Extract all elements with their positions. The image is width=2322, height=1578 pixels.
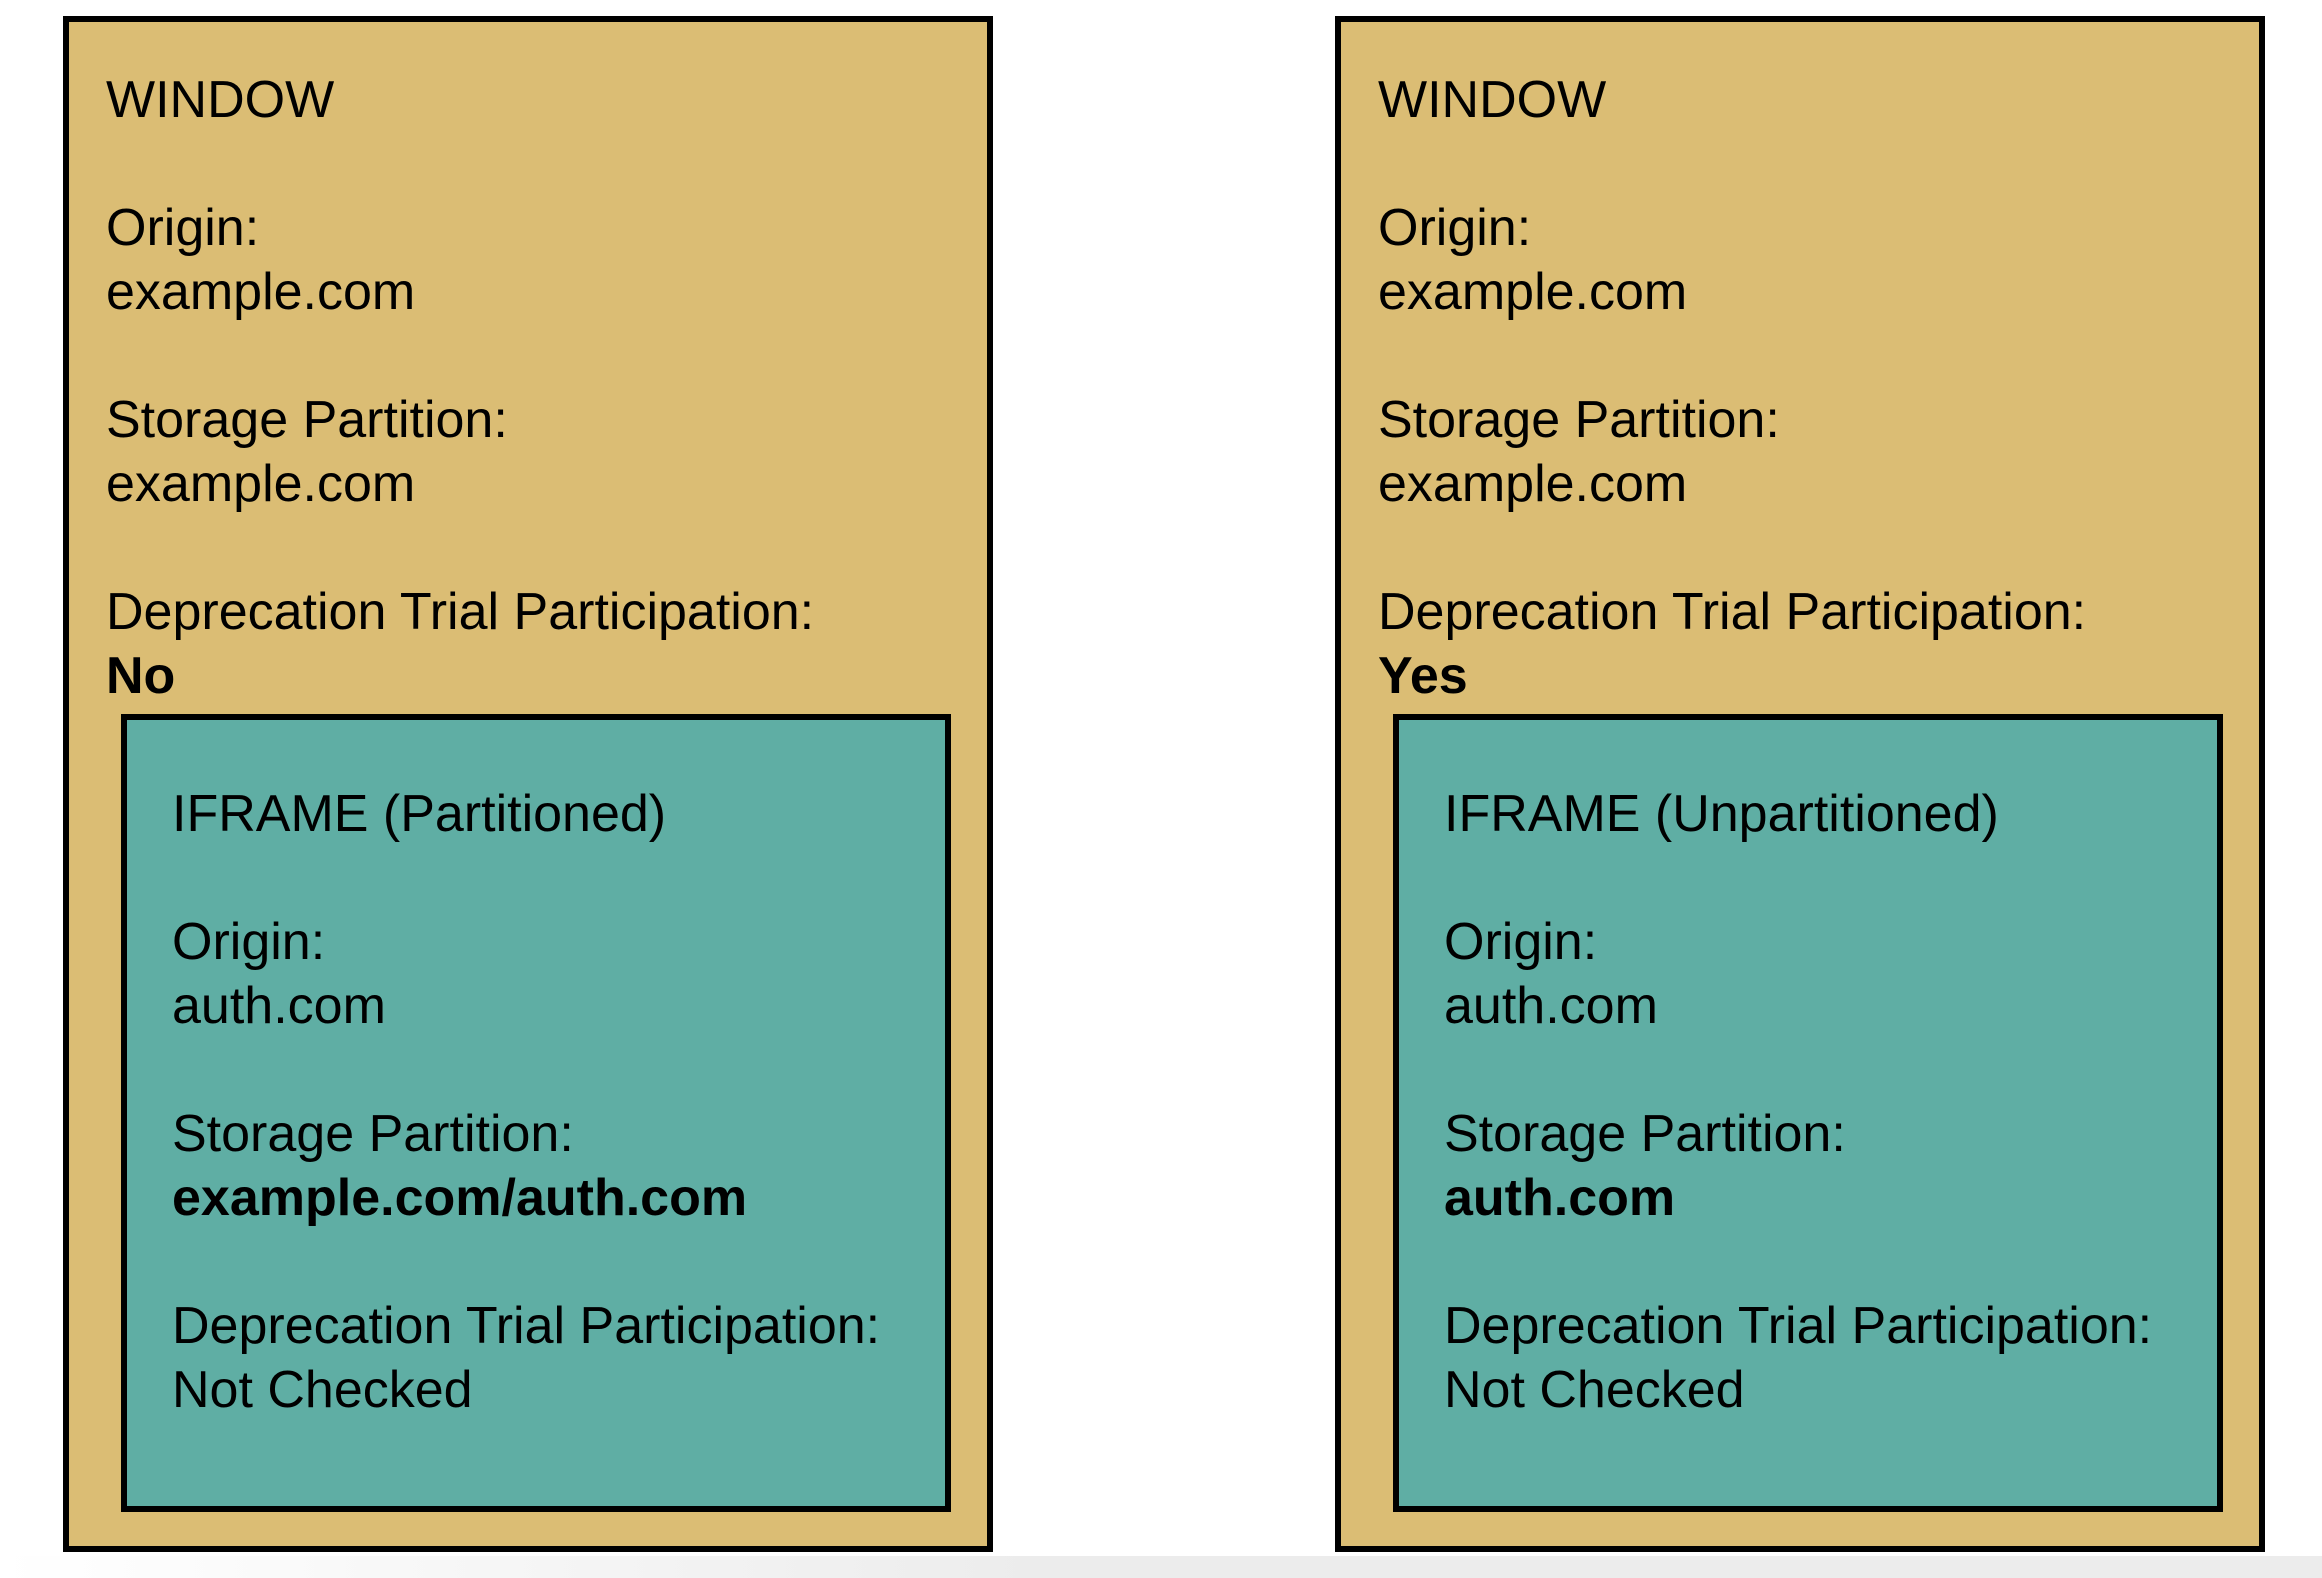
iframe-title: IFRAME (Unpartitioned) — [1444, 785, 1999, 843]
origin-value: example.com — [106, 263, 416, 321]
storage-partition-value: example.com — [106, 455, 416, 513]
iframe-deprecation-trial-label: Deprecation Trial Participation: — [1444, 1297, 2153, 1355]
deprecation-trial-value: Yes — [1378, 647, 1468, 705]
spacer — [106, 324, 951, 388]
iframe-storage-partition-label: Storage Partition: — [172, 1105, 574, 1163]
iframe-origin-value: auth.com — [172, 977, 386, 1035]
storage-partition-value: example.com — [1378, 455, 1688, 513]
deprecation-trial-label: Deprecation Trial Participation: — [106, 583, 815, 641]
window-box-left: WINDOW Origin: example.com Storage Parti… — [63, 16, 993, 1552]
iframe-origin-value: auth.com — [1444, 977, 1658, 1035]
iframe-deprecation-trial-label: Deprecation Trial Participation: — [172, 1297, 881, 1355]
window-box-right: WINDOW Origin: example.com Storage Parti… — [1335, 16, 2265, 1552]
window-title: WINDOW — [106, 71, 335, 129]
spacer — [1378, 324, 2223, 388]
iframe-storage-partition-label: Storage Partition: — [1444, 1105, 1846, 1163]
spacer — [172, 1230, 925, 1294]
storage-partition-label: Storage Partition: — [106, 391, 508, 449]
spacer — [106, 516, 951, 580]
spacer — [1378, 132, 2223, 196]
deprecation-trial-value: No — [106, 647, 176, 705]
origin-label: Origin: — [106, 199, 260, 257]
origin-label: Origin: — [1378, 199, 1532, 257]
spacer — [1444, 1038, 2197, 1102]
spacer — [1444, 846, 2197, 910]
spacer — [172, 1038, 925, 1102]
iframe-origin-label: Origin: — [1444, 913, 1598, 971]
spacer — [1444, 1230, 2197, 1294]
spacer — [106, 132, 951, 196]
origin-value: example.com — [1378, 263, 1688, 321]
iframe-box-unpartitioned: IFRAME (Unpartitioned) Origin: auth.com … — [1393, 714, 2223, 1512]
window-title: WINDOW — [1378, 71, 1607, 129]
iframe-storage-partition-value: example.com/auth.com — [172, 1169, 748, 1227]
iframe-deprecation-trial-value: Not Checked — [172, 1361, 473, 1419]
spacer — [1378, 516, 2223, 580]
deprecation-trial-label: Deprecation Trial Participation: — [1378, 583, 2087, 641]
iframe-origin-label: Origin: — [172, 913, 326, 971]
spacer — [172, 846, 925, 910]
iframe-title: IFRAME (Partitioned) — [172, 785, 667, 843]
storage-partition-label: Storage Partition: — [1378, 391, 1780, 449]
iframe-box-partitioned: IFRAME (Partitioned) Origin: auth.com St… — [121, 714, 951, 1512]
page-bottom-strip — [0, 1556, 2322, 1578]
iframe-storage-partition-value: auth.com — [1444, 1169, 1676, 1227]
iframe-deprecation-trial-value: Not Checked — [1444, 1361, 1745, 1419]
